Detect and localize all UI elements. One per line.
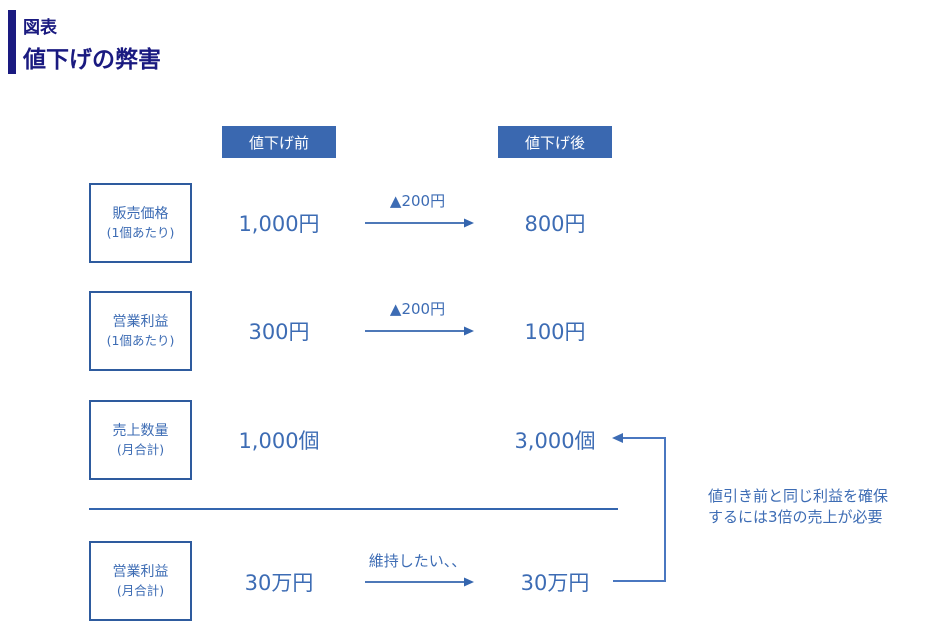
right-arrow-icon <box>365 577 474 587</box>
row-label-box-quantity: 売上数量 (月合計) <box>89 400 192 480</box>
change-note-price: ▲200円 <box>389 192 446 210</box>
change-note-monthly-profit: 維持したい、、 <box>368 552 467 570</box>
figure-kicker: 図表 <box>23 18 57 38</box>
right-arrow-icon <box>365 218 474 228</box>
title-accent-bar <box>8 10 16 74</box>
callout-note: 値引き前と同じ利益を確保 するには3倍の売上が必要 <box>708 486 888 528</box>
row-sublabel: (月合計) <box>116 442 165 457</box>
column-header-after: 値下げ後 <box>498 126 612 158</box>
row-label: 営業利益 <box>112 564 169 580</box>
row-label-box-unit-profit: 営業利益 (1個あたり) <box>89 291 192 371</box>
callout-line1: 値引き前と同じ利益を確保 <box>708 487 889 505</box>
row-label: 売上数量 <box>112 423 169 439</box>
feedback-connector-arrow-icon <box>612 433 666 582</box>
value-before-quantity: 1,000個 <box>238 429 320 453</box>
value-before-price: 1,000円 <box>238 212 320 236</box>
row-sublabel: (月合計) <box>116 583 165 598</box>
value-after-quantity: 3,000個 <box>514 429 596 453</box>
value-after-unit-profit: 100円 <box>524 320 586 344</box>
column-header-before: 値下げ前 <box>222 126 336 158</box>
row-label: 営業利益 <box>112 314 169 330</box>
change-note-unit-profit: ▲200円 <box>389 300 446 318</box>
row-label-box-monthly-profit: 営業利益 (月合計) <box>89 541 192 621</box>
section-divider-line <box>89 508 618 510</box>
value-before-unit-profit: 300円 <box>248 320 310 344</box>
value-after-monthly-profit: 30万円 <box>520 571 590 595</box>
row-sublabel: (1個あたり) <box>106 333 175 348</box>
value-before-monthly-profit: 30万円 <box>244 571 314 595</box>
row-sublabel: (1個あたり) <box>106 225 175 240</box>
right-arrow-icon <box>365 326 474 336</box>
row-label-box-price: 販売価格 (1個あたり) <box>89 183 192 263</box>
page-title: 値下げの弊害 <box>23 47 161 73</box>
row-label: 販売価格 <box>112 206 169 222</box>
value-after-price: 800円 <box>524 212 586 236</box>
callout-line2: するには3倍の売上が必要 <box>708 508 883 526</box>
